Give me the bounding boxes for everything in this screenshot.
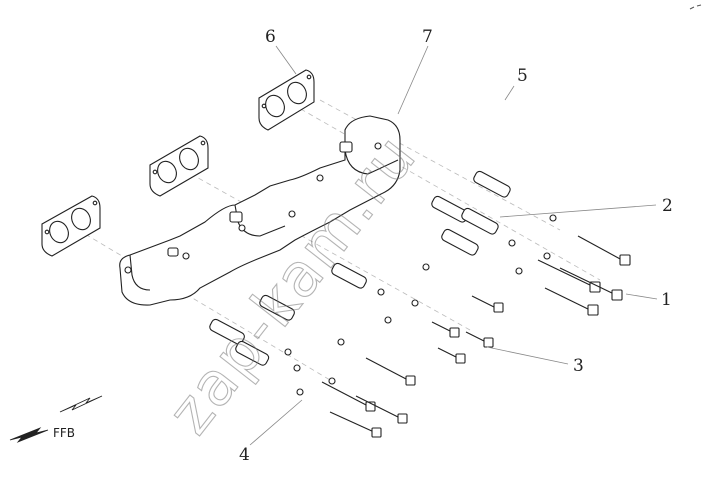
callout-1: 1 (661, 290, 672, 310)
callout-5: 5 (517, 66, 528, 86)
callout-7: 7 (422, 27, 433, 47)
bolts (321, 235, 631, 438)
callout-labels: 1 2 3 4 5 6 7 (239, 27, 673, 465)
callout-2: 2 (662, 196, 673, 216)
callout-3: 3 (573, 356, 584, 376)
gasket-rear (41, 195, 101, 257)
callout-6: 6 (265, 27, 276, 47)
corner-mark (689, 4, 702, 10)
exhaust-manifold (119, 115, 401, 306)
gasket-front (258, 69, 315, 131)
gasket-middle (149, 135, 209, 197)
arrow-left-icon (9, 427, 49, 443)
direction-label: FFB (53, 426, 75, 440)
spacer-sleeves (209, 170, 511, 366)
washers (284, 214, 557, 396)
leader-lines (249, 45, 658, 446)
arrow-right-icon (59, 395, 103, 413)
direction-indicator: FFB (9, 395, 103, 443)
callout-4: 4 (239, 445, 250, 465)
